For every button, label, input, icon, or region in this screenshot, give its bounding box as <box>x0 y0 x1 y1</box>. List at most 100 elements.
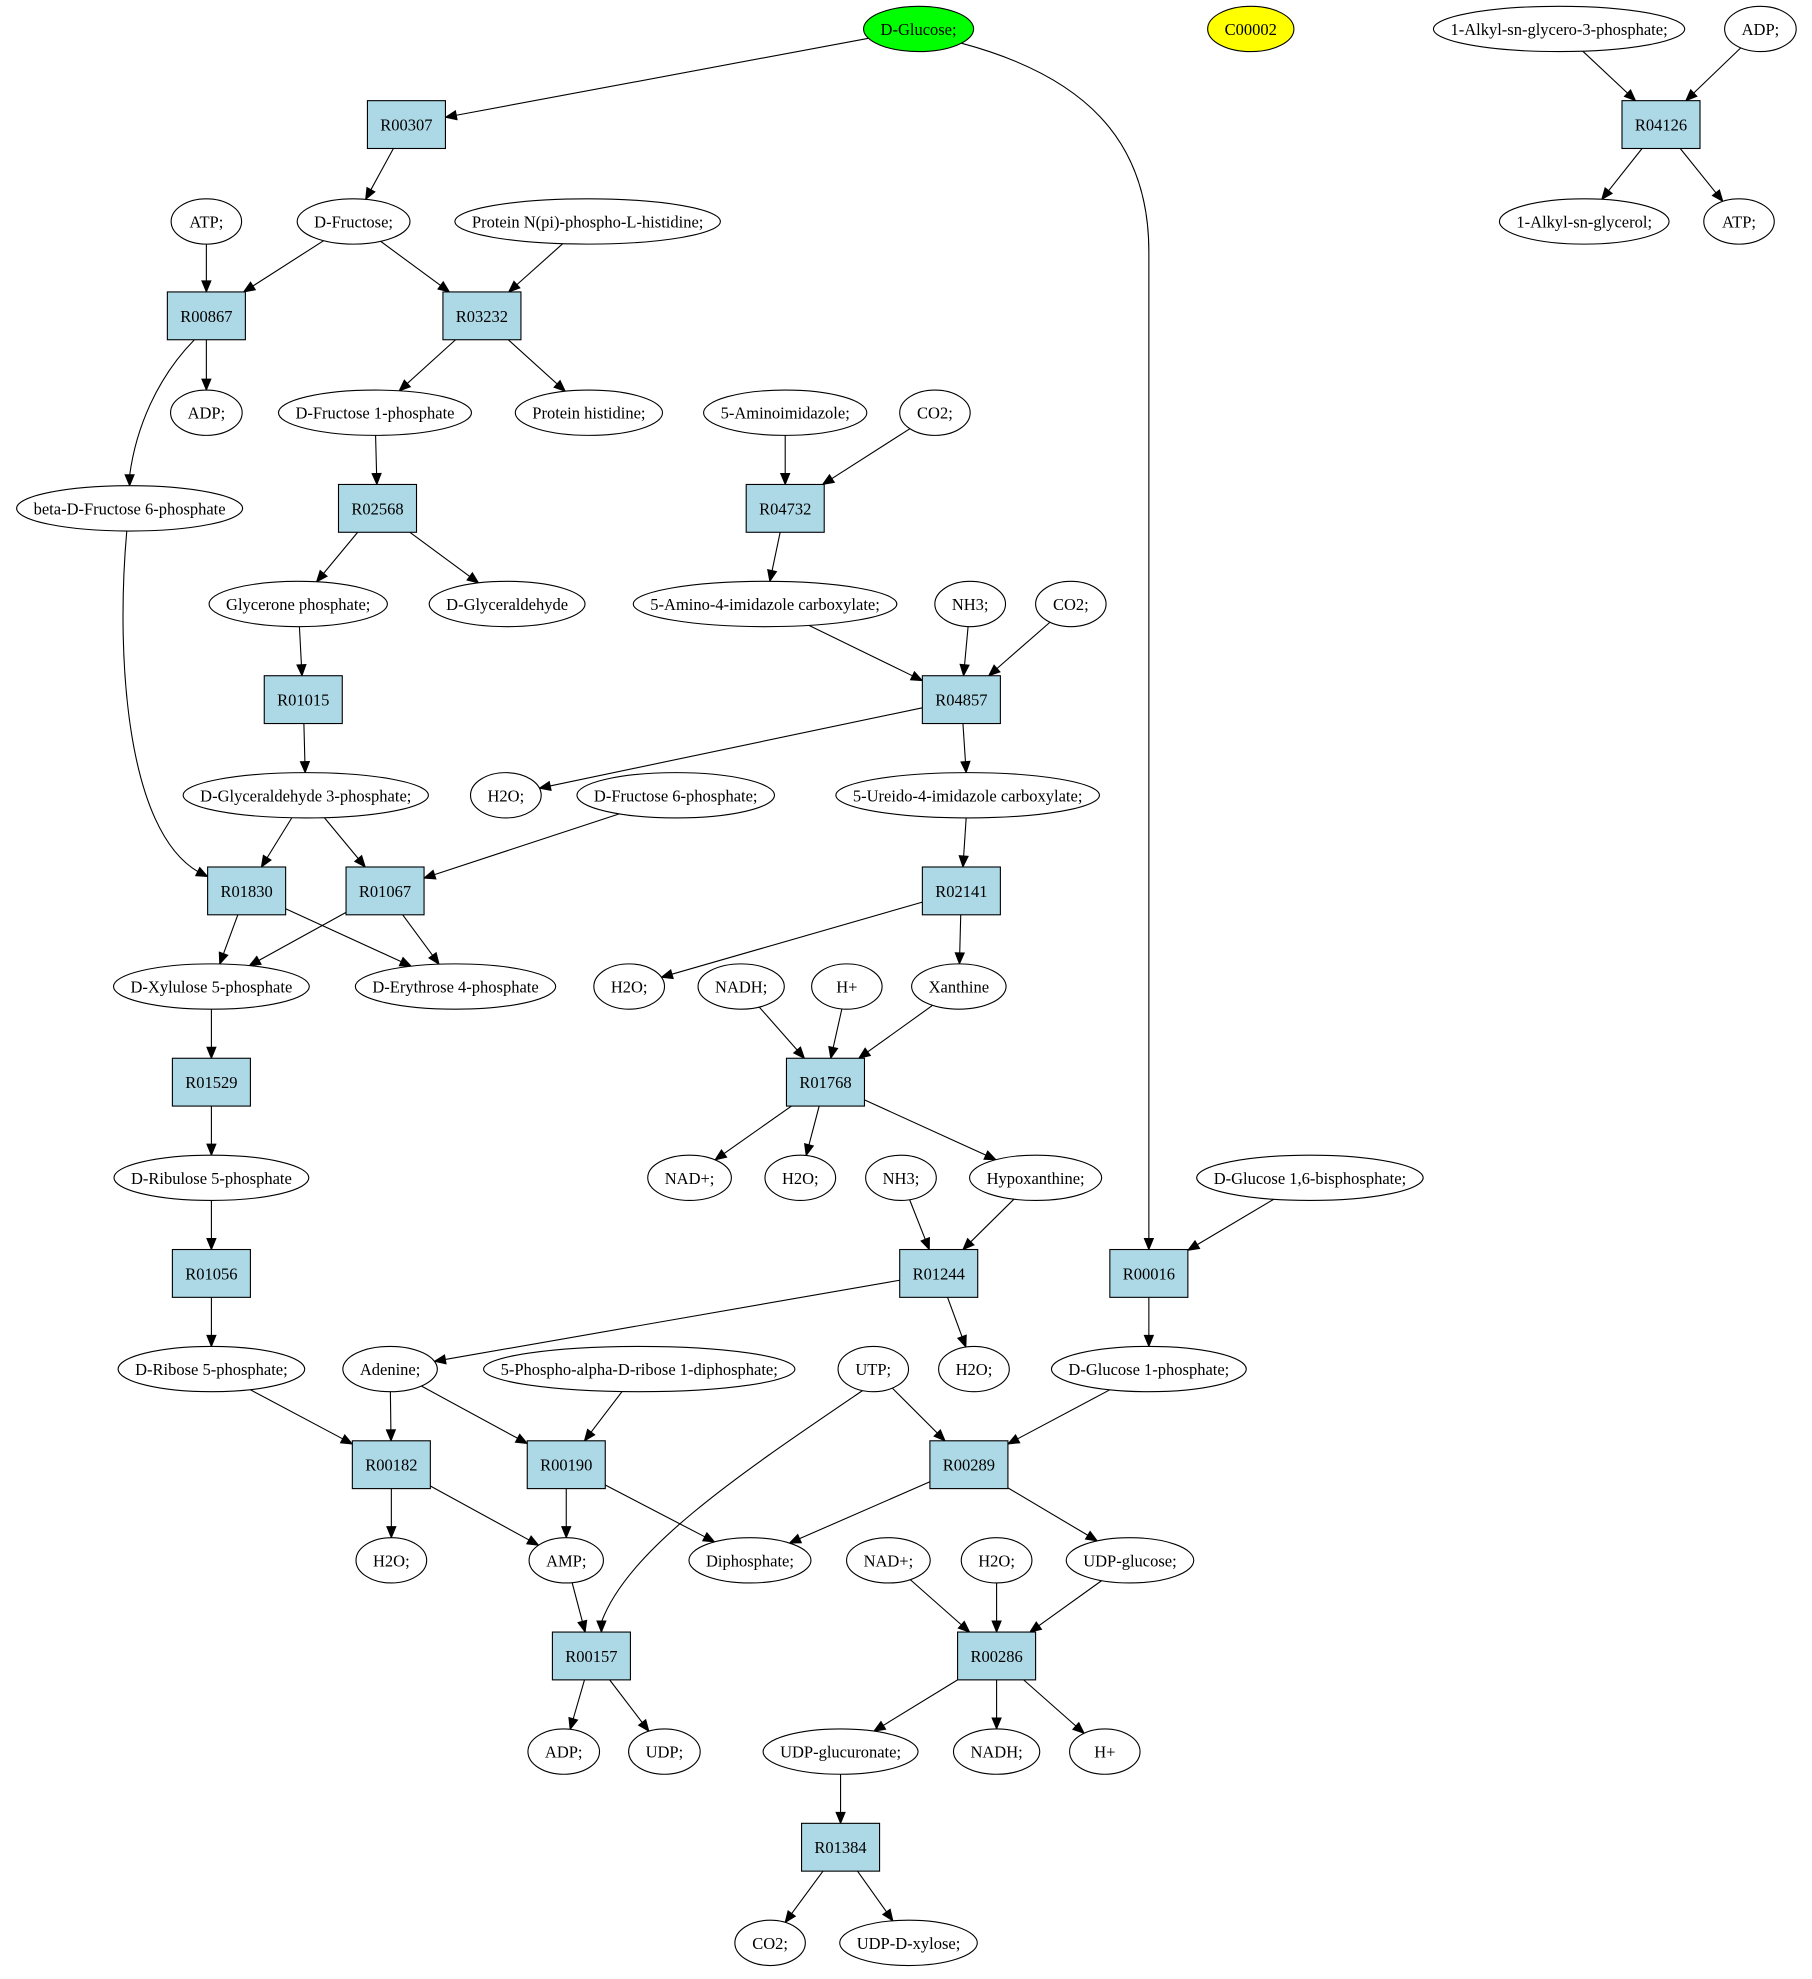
compound-node-h2of[interactable]: H2O; <box>960 1537 1033 1584</box>
compound-node-nad2[interactable]: NAD+; <box>846 1537 931 1584</box>
compound-node-h1[interactable]: H+ <box>811 963 883 1010</box>
reaction-box <box>207 866 287 916</box>
compound-node-e4p[interactable]: D-Erythrose 4-phosphate <box>354 963 557 1010</box>
compound-node-g3p[interactable]: D-Glyceraldehyde 3-phosphate; <box>182 772 429 819</box>
compound-node-xan[interactable]: Xanthine <box>911 963 1007 1010</box>
compound-node-nh3a[interactable]: NH3; <box>934 580 1007 628</box>
reaction-node-R00190[interactable]: R00190 <box>526 1440 606 1490</box>
compound-node-r5p[interactable]: D-Ribose 5-phosphate; <box>117 1345 306 1393</box>
reaction-node-R01244[interactable]: R01244 <box>899 1248 979 1298</box>
reaction-node-R04857[interactable]: R04857 <box>921 675 1001 725</box>
compound-node-atp1[interactable]: ATP; <box>170 198 243 245</box>
compound-node-fru[interactable]: D-Fructose; <box>296 198 411 245</box>
reaction-node-R01015[interactable]: R01015 <box>263 675 343 725</box>
reaction-node-R01529[interactable]: R01529 <box>171 1057 251 1107</box>
arrowhead-co2b-to-R04857 <box>987 664 1001 677</box>
compound-node-aimid[interactable]: 5-Aminoimidazole; <box>703 389 868 436</box>
compound-node-f6p[interactable]: D-Fructose 6-phosphate; <box>576 772 776 819</box>
arrowhead-R01830-to-xu5p <box>218 951 229 966</box>
reaction-node-R00289[interactable]: R00289 <box>929 1440 1009 1490</box>
reaction-node-R01056[interactable]: R01056 <box>171 1248 251 1298</box>
compound-node-h2oc[interactable]: H2O; <box>764 1154 837 1202</box>
arrowhead-R00016-to-g1p <box>1143 1334 1155 1348</box>
reaction-node-R03232[interactable]: R03232 <box>442 291 522 341</box>
edge-R00182-to-amp <box>430 1485 530 1541</box>
arrowhead-aimid-to-R04732 <box>779 472 791 486</box>
compound-node-alkylgly[interactable]: 1-Alkyl-sn-glycerol; <box>1498 198 1670 245</box>
edge-g16bp-to-R00016 <box>1197 1198 1275 1246</box>
compound-node-udp[interactable]: UDP; <box>628 1728 701 1775</box>
reaction-node-R00157[interactable]: R00157 <box>551 1631 631 1681</box>
arrowhead-R01244-to-h2od <box>956 1334 967 1349</box>
reaction-node-R00016[interactable]: R00016 <box>1109 1248 1189 1298</box>
compound-node-g1p[interactable]: D-Glucose 1-phosphate; <box>1050 1345 1247 1393</box>
compound-node-nh3b[interactable]: NH3; <box>865 1154 937 1202</box>
compound-node-adp2[interactable]: ADP; <box>527 1728 601 1775</box>
node-label: R01830 <box>221 882 273 901</box>
compound-node-h2od[interactable]: H2O; <box>938 1345 1010 1393</box>
compound-node-h2ob[interactable]: H2O; <box>593 963 666 1010</box>
compound-node-h2oa[interactable]: H2O; <box>469 772 542 819</box>
compound-node-atp_t[interactable]: ATP; <box>1703 198 1775 245</box>
reaction-node-R01768[interactable]: R01768 <box>785 1057 866 1107</box>
arrowhead-co2a-to-R04732 <box>821 473 836 486</box>
compound-node-phis[interactable]: Protein N(pi)-phospho-L-histidine; <box>454 198 721 245</box>
compound-node-ade[interactable]: Adenine; <box>342 1345 438 1393</box>
compound-node-adp1[interactable]: ADP; <box>170 389 243 436</box>
compound-node-co2c[interactable]: CO2; <box>734 1919 806 1967</box>
compound-node-adp_t[interactable]: ADP; <box>1724 5 1797 53</box>
compound-node-c00002[interactable]: C00002 <box>1207 5 1295 53</box>
compound-ellipse <box>469 772 542 819</box>
reaction-node-R04732[interactable]: R04732 <box>745 483 825 533</box>
reaction-node-R01067[interactable]: R01067 <box>345 866 425 916</box>
compound-ellipse <box>1207 5 1295 53</box>
compound-node-gald[interactable]: D-Glyceraldehyde <box>428 580 586 628</box>
reaction-node-R00182[interactable]: R00182 <box>351 1440 431 1490</box>
compound-node-glc[interactable]: D-Glucose; <box>862 5 975 53</box>
compound-node-alkylg3p[interactable]: 1-Alkyl-sn-glycero-3-phosphate; <box>1432 5 1686 53</box>
compound-node-h2[interactable]: H+ <box>1069 1728 1141 1775</box>
reaction-node-R00307[interactable]: R00307 <box>366 100 446 150</box>
reaction-node-R02568[interactable]: R02568 <box>337 483 418 533</box>
compound-node-bf6p[interactable]: beta-D-Fructose 6-phosphate <box>16 485 244 532</box>
compound-node-co2b[interactable]: CO2; <box>1035 580 1107 628</box>
compound-node-nadh1[interactable]: NADH; <box>697 963 785 1010</box>
reaction-node-R00286[interactable]: R00286 <box>957 1631 1037 1681</box>
compound-node-ureido[interactable]: 5-Ureido-4-imidazole carboxylate; <box>835 772 1100 819</box>
compound-node-g16bp[interactable]: D-Glucose 1,6-bisphosphate; <box>1196 1154 1424 1202</box>
node-label: ADP; <box>545 1743 583 1762</box>
node-label: CO2; <box>752 1934 788 1953</box>
compound-node-udpg[interactable]: UDP-glucose; <box>1065 1537 1195 1584</box>
compound-node-aicarb[interactable]: 5-Amino-4-imidazole carboxylate; <box>632 580 898 628</box>
edge-glc-to-R00016 <box>961 42 1150 1240</box>
compound-node-prothis[interactable]: Protein histidine; <box>514 389 664 436</box>
edge-R04126-to-atp_t <box>1679 148 1717 194</box>
reaction-node-R04126[interactable]: R04126 <box>1621 100 1701 150</box>
reaction-node-R01384[interactable]: R01384 <box>801 1822 881 1872</box>
compound-node-nadh2[interactable]: NADH; <box>952 1728 1041 1775</box>
arrowhead-R01244-to-ade <box>433 1354 447 1365</box>
edge-g3p-to-R01830 <box>266 817 293 858</box>
arrowhead-R01384-to-co2c <box>784 1910 797 1924</box>
compound-node-co2a[interactable]: CO2; <box>899 389 971 436</box>
compound-node-gnp[interactable]: Glycerone phosphate; <box>208 580 388 628</box>
compound-node-udpgluc[interactable]: UDP-glucuronate; <box>762 1728 919 1775</box>
compound-node-utp[interactable]: UTP; <box>837 1345 910 1393</box>
arrowhead-R01768-to-nad1 <box>713 1148 728 1161</box>
node-label: R01768 <box>799 1073 851 1092</box>
compound-node-ru5p[interactable]: D-Ribulose 5-phosphate <box>113 1154 310 1202</box>
reaction-node-R00867[interactable]: R00867 <box>166 291 246 341</box>
node-label: Hypoxanthine; <box>987 1169 1085 1188</box>
compound-node-udpxyl[interactable]: UDP-D-xylose; <box>839 1919 978 1967</box>
compound-node-hyp[interactable]: Hypoxanthine; <box>969 1154 1103 1202</box>
compound-node-nad1[interactable]: NAD+; <box>647 1154 732 1202</box>
node-label: C00002 <box>1225 20 1277 39</box>
reaction-node-R01830[interactable]: R01830 <box>207 866 287 916</box>
compound-node-xu5p[interactable]: D-Xylulose 5-phosphate <box>112 963 310 1010</box>
compound-node-h2oe[interactable]: H2O; <box>355 1537 428 1584</box>
compound-node-f1p[interactable]: D-Fructose 1-phosphate <box>277 389 473 436</box>
compound-node-ppi[interactable]: Diphosphate; <box>688 1537 812 1584</box>
compound-node-prpp[interactable]: 5-Phospho-alpha-D-ribose 1-diphosphate; <box>483 1345 796 1393</box>
compound-node-amp[interactable]: AMP; <box>528 1537 604 1584</box>
reaction-node-R02141[interactable]: R02141 <box>921 866 1001 916</box>
